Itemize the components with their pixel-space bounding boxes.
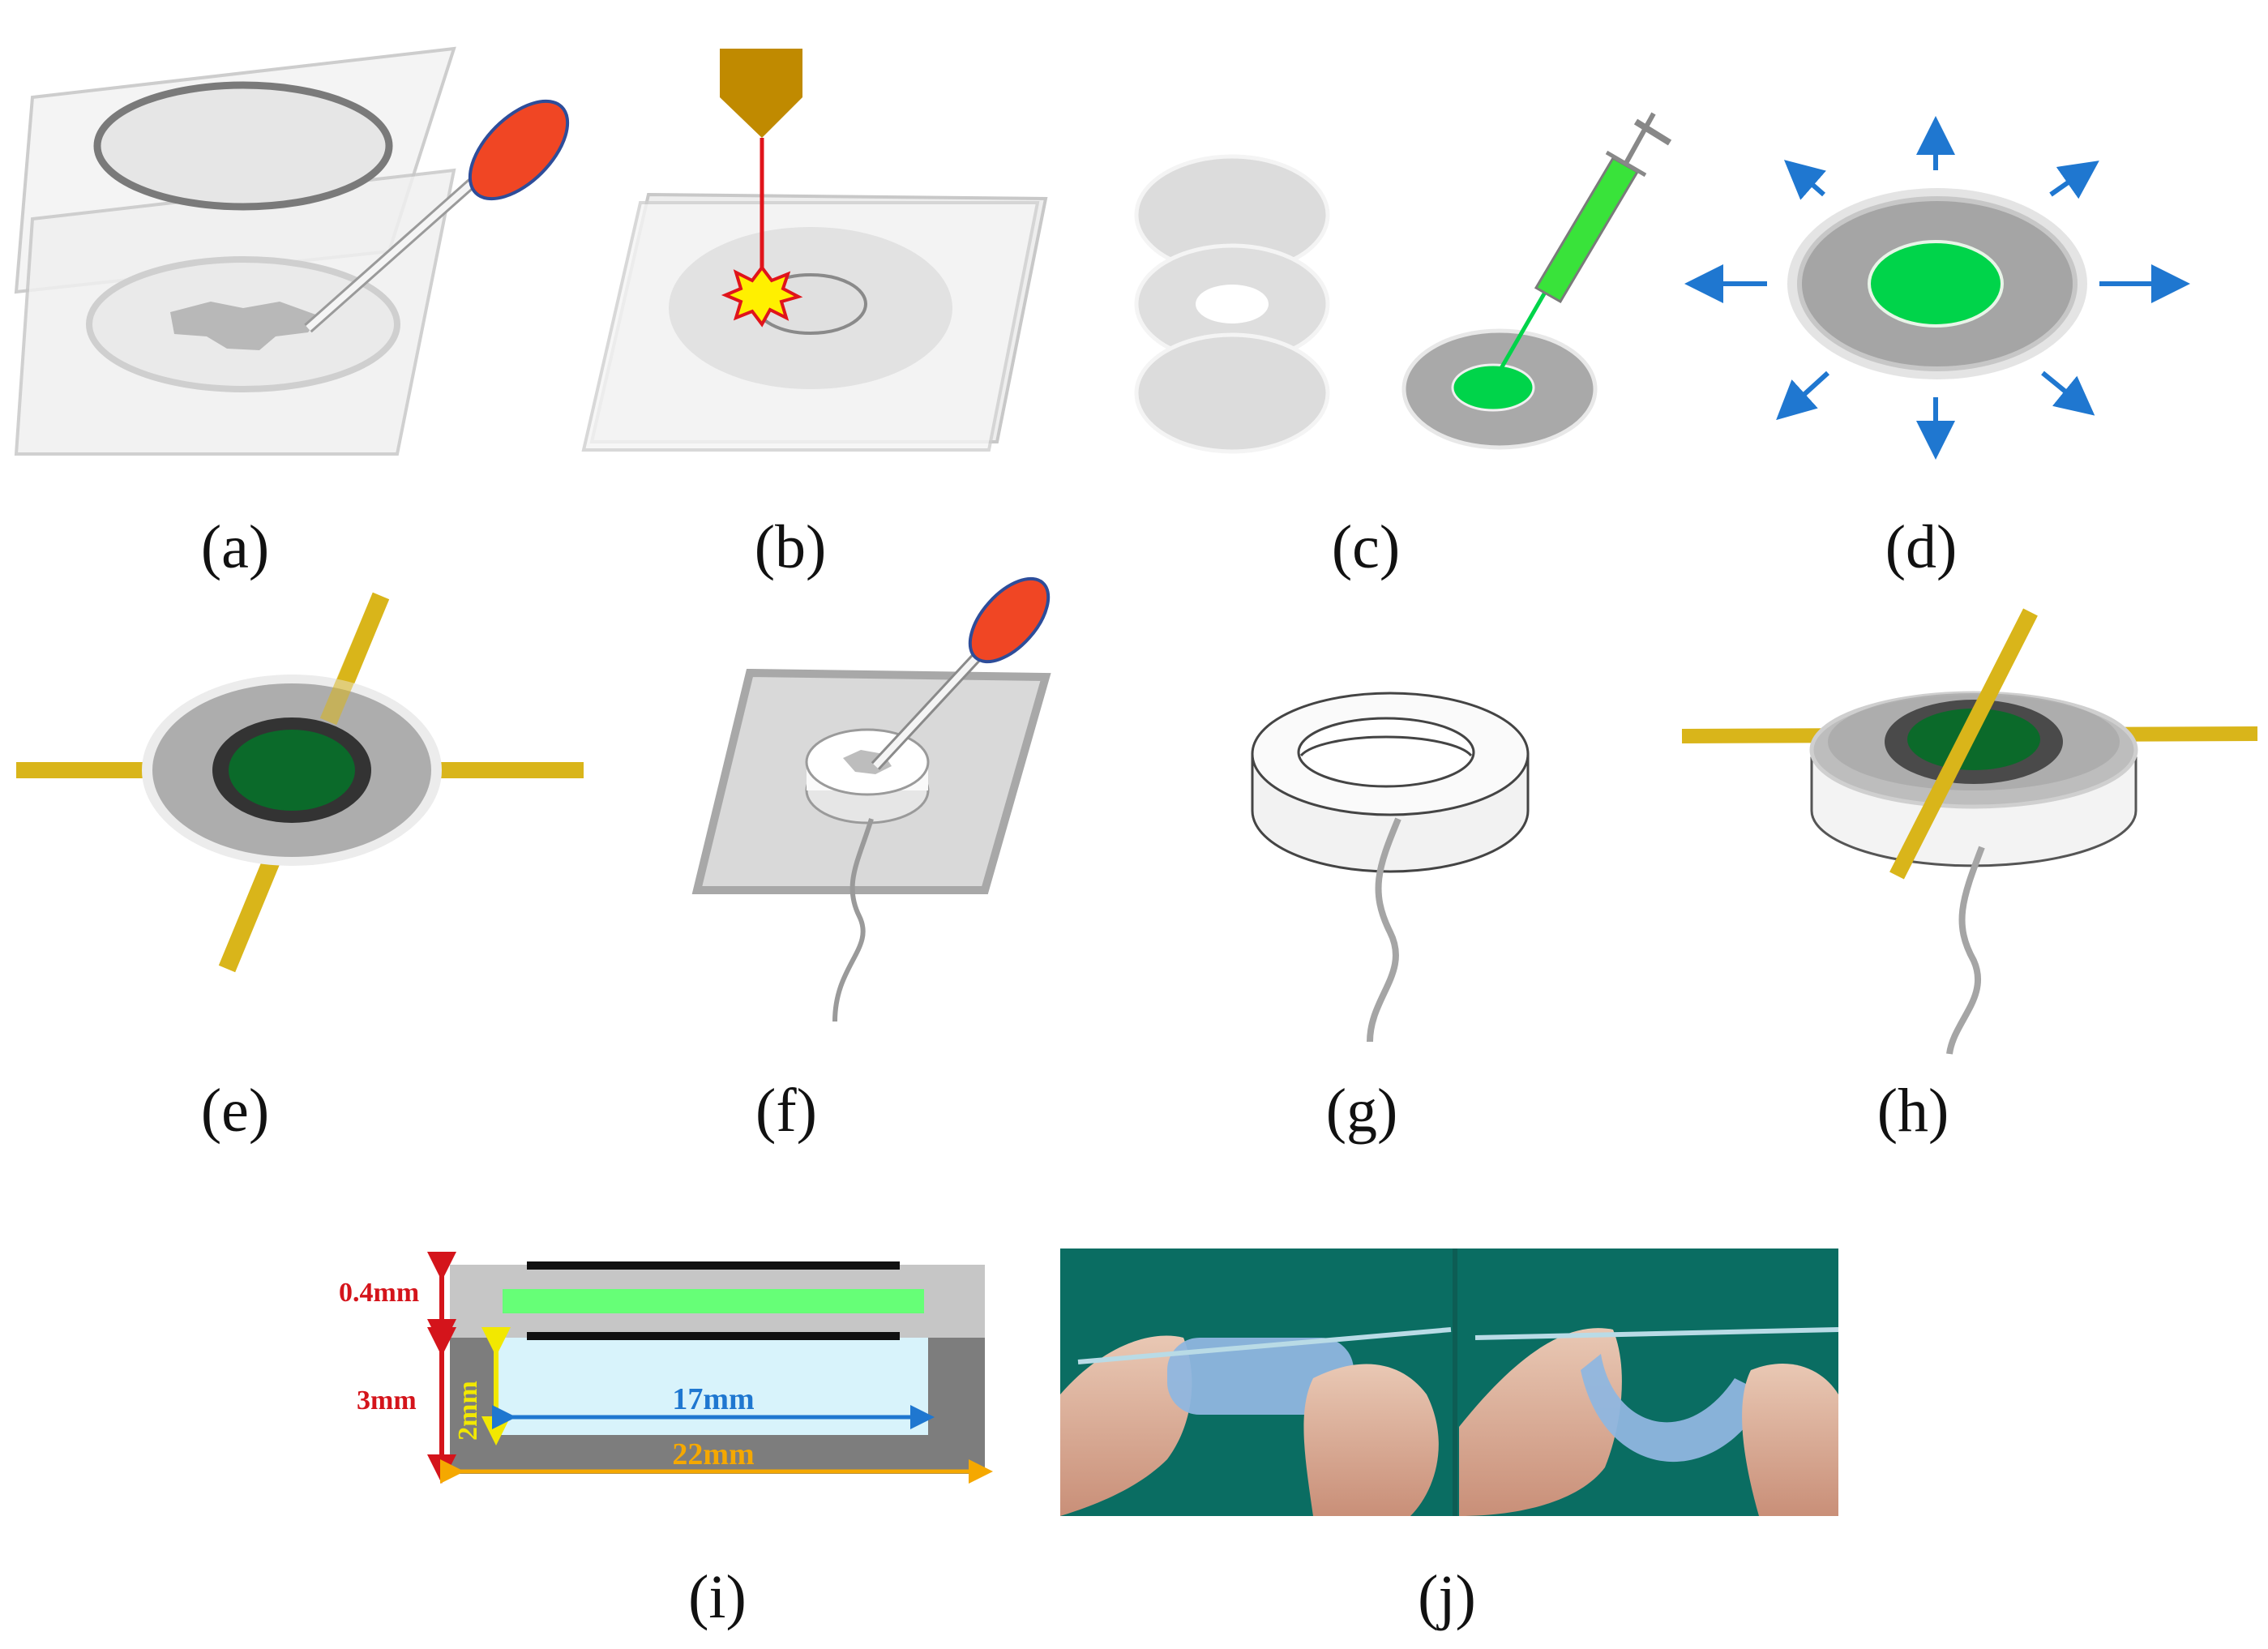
label-d: (d) bbox=[1885, 513, 1958, 581]
dim-inner-width: 17mm bbox=[672, 1382, 754, 1416]
panel-b-drawing bbox=[581, 49, 1048, 452]
label-c: (c) bbox=[1332, 513, 1400, 581]
panel-i-cross-section: 0.4mm 3mm 2mm 17mm 22mm bbox=[339, 1252, 993, 1484]
dropper-icon bbox=[871, 576, 1051, 770]
label-h: (h) bbox=[1877, 1077, 1949, 1145]
dropper-icon bbox=[304, 99, 570, 333]
panel-labels: (a) (b) (c) (d) (e) (f) (g) (h) (i) (j) bbox=[201, 513, 1957, 1631]
panel-d-drawing bbox=[1684, 116, 2190, 460]
dim-outer-width: 22mm bbox=[672, 1437, 754, 1471]
dim-top-layer: 0.4mm bbox=[339, 1278, 419, 1308]
panel-g-drawing bbox=[1251, 692, 1530, 1043]
label-g: (g) bbox=[1326, 1077, 1398, 1145]
dim-cavity-height: 2mm bbox=[453, 1381, 483, 1441]
panel-f-drawing bbox=[691, 576, 1051, 1022]
panel-c-drawing bbox=[1134, 112, 1672, 454]
dim-total-height: 3mm bbox=[357, 1386, 417, 1416]
label-f: (f) bbox=[755, 1077, 817, 1145]
panel-h-drawing bbox=[1681, 608, 2258, 1055]
panel-a-drawing bbox=[14, 46, 570, 456]
stretch-arrows bbox=[1684, 116, 2190, 460]
label-j: (j) bbox=[1418, 1563, 1476, 1631]
panel-e-drawing bbox=[16, 592, 584, 973]
photo-flat-device bbox=[1060, 1327, 1452, 1516]
syringe-icon bbox=[1489, 112, 1672, 387]
photo-bent-device bbox=[1459, 1327, 1839, 1516]
label-i: (i) bbox=[688, 1563, 747, 1631]
laser-head-icon bbox=[720, 49, 802, 284]
label-e: (e) bbox=[201, 1077, 269, 1145]
label-b: (b) bbox=[755, 513, 827, 581]
panel-j-photos bbox=[1060, 1249, 1839, 1516]
laser-spark-icon bbox=[721, 264, 803, 328]
label-a: (a) bbox=[201, 513, 269, 581]
